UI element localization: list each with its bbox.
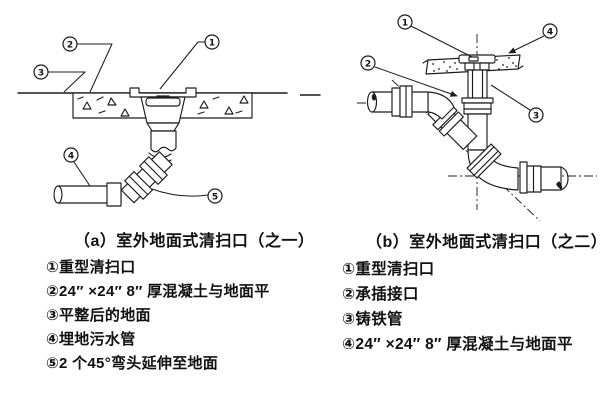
figure-a-drawing: 1 2 3 4 5 <box>17 34 288 207</box>
cleanout-plug <box>458 54 496 71</box>
cleanout-frame <box>129 87 197 98</box>
cleanout-taper <box>146 122 180 132</box>
cleanout-cover <box>145 97 181 107</box>
callout-b4: 4 <box>508 23 558 54</box>
callout-a2: 2 <box>62 36 113 93</box>
inlet-pipe <box>366 85 478 151</box>
figure-a-title: （a）室外地面式清扫口（之一） <box>74 233 315 250</box>
legend-item: ③平整后的地面 <box>46 307 151 324</box>
svg-text:4: 4 <box>547 27 553 37</box>
callout-a3: 3 <box>33 64 86 93</box>
outlet-elbow <box>466 143 569 194</box>
legend-item: ②承插接口 <box>342 286 419 303</box>
figure-b-caption: （b）室外地面式清扫口（之二） ①重型清扫口 ②承插接口 ③铸铁管 ④24″ ×… <box>342 228 600 357</box>
legend-item: ①重型清扫口 <box>46 259 136 276</box>
svg-text:1: 1 <box>209 38 215 48</box>
aggregate-symbols <box>77 95 249 117</box>
callout-b1: 1 <box>397 14 473 58</box>
callout-a4: 4 <box>63 147 91 187</box>
legend-item: ④埋地污水管 <box>46 331 136 348</box>
figure-b-drawing: 1 2 3 4 <box>300 14 597 222</box>
legend-item: ③铸铁管 <box>342 311 403 328</box>
svg-text:1: 1 <box>402 18 408 28</box>
callout-b2: 2 <box>360 55 458 97</box>
figure-b-legend: ①重型清扫口 ②承插接口 ③铸铁管 ④24″ ×24″ 8″ 厚混凝土与地面平 <box>342 257 600 357</box>
figure-a-caption: （a）室外地面式清扫口（之一） ①重型清扫口 ②24″ ×24″ 8″ 厚混凝土… <box>46 227 315 376</box>
svg-text:4: 4 <box>68 151 74 161</box>
legend-item: ⑤2 个45°弯头延伸至地面 <box>46 355 219 372</box>
legend-item: ②24″ ×24″ 8″ 厚混凝土与地面平 <box>46 283 270 300</box>
stipple-dots <box>432 57 517 72</box>
figure-a-legend: ①重型清扫口 ②24″ ×24″ 8″ 厚混凝土与地面平 ③平整后的地面 ④埋地… <box>46 256 304 376</box>
callout-a5: 5 <box>151 188 223 204</box>
hub-with-break-line <box>150 130 177 153</box>
svg-text:2: 2 <box>67 40 73 50</box>
svg-text:3: 3 <box>38 68 44 78</box>
svg-text:2: 2 <box>365 59 371 69</box>
svg-text:3: 3 <box>533 111 539 121</box>
callout-a1: 1 <box>159 34 220 90</box>
buried-sewer-pipe <box>53 182 122 207</box>
svg-text:5: 5 <box>212 192 218 202</box>
elbow-run-45deg <box>120 151 173 204</box>
callout-b3: 3 <box>490 84 544 123</box>
legend-item: ①重型清扫口 <box>342 261 435 278</box>
legend-item: ④24″ ×24″ 8″ 厚混凝土与地面平 <box>342 336 573 353</box>
figure-b-title: （b）室外地面式清扫口（之二） <box>366 234 600 251</box>
cleanout-assembly <box>53 87 197 207</box>
inlet-bend <box>427 91 455 120</box>
junction-hub <box>466 143 502 179</box>
